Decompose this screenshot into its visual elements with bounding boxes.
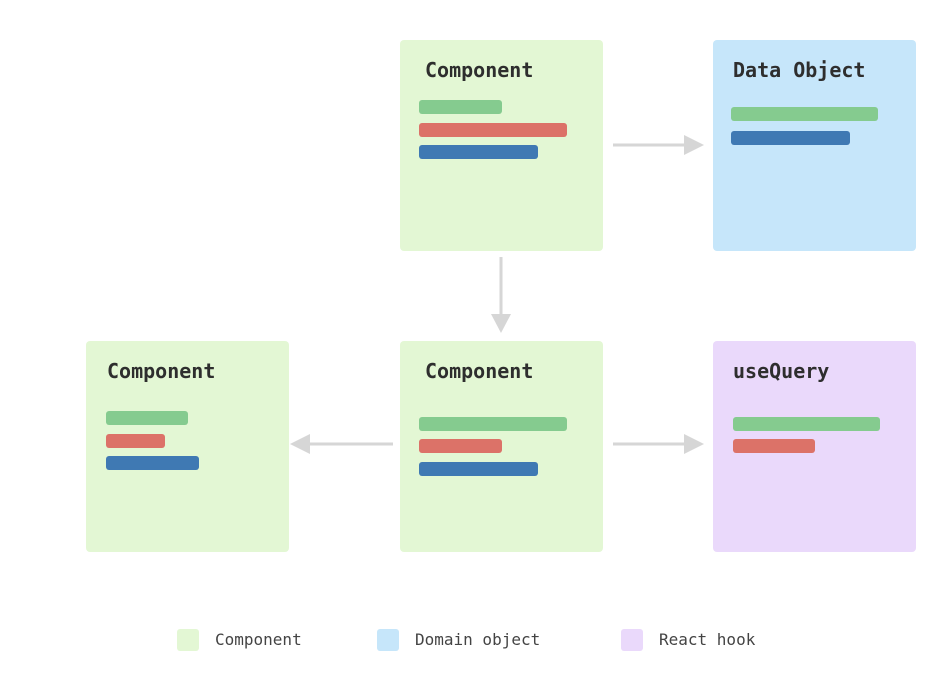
- green-bar: [733, 417, 880, 431]
- legend-domain-object-label: Domain object: [415, 630, 541, 649]
- legend-react-hook-label: React hook: [659, 630, 756, 649]
- node-title: Component: [425, 359, 534, 383]
- blue-bar: [419, 145, 538, 159]
- use-query-node: useQuery: [713, 341, 916, 552]
- data-object-node: Data Object: [713, 40, 916, 251]
- green-bar: [419, 100, 502, 114]
- red-bar: [733, 439, 815, 453]
- node-title: Component: [425, 58, 534, 82]
- blue-bar: [419, 462, 538, 476]
- legend-domain-object-swatch: [377, 629, 399, 651]
- blue-bar: [731, 131, 850, 145]
- red-bar: [419, 439, 502, 453]
- green-bar: [419, 417, 567, 431]
- red-bar: [106, 434, 165, 448]
- blue-bar: [106, 456, 199, 470]
- green-bar: [731, 107, 878, 121]
- red-bar: [419, 123, 567, 137]
- legend-component-swatch: [177, 629, 199, 651]
- node-title: Data Object: [733, 58, 866, 82]
- legend-react-hook-swatch: [621, 629, 643, 651]
- node-title: useQuery: [733, 359, 830, 383]
- legend-component-label: Component: [215, 630, 302, 649]
- node-title: Component: [107, 359, 216, 383]
- green-bar: [106, 411, 188, 425]
- left-component-node: Component: [86, 341, 289, 552]
- top-component-node: Component: [400, 40, 603, 251]
- center-component-node: Component: [400, 341, 603, 552]
